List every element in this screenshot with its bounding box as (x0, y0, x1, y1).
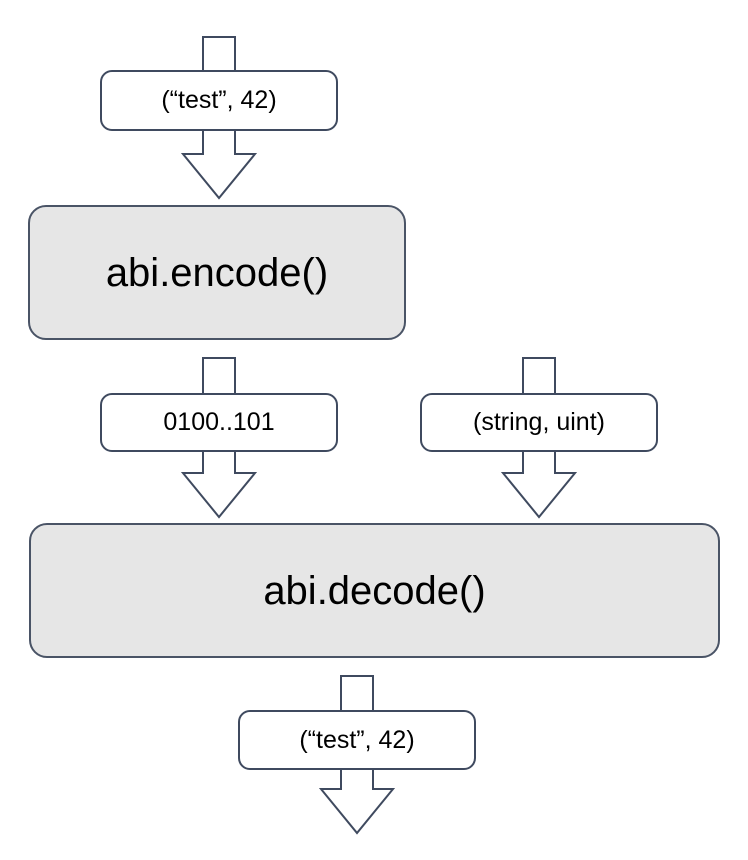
connector-decode-to-output (340, 675, 374, 712)
connector-encode-to-encoded-bytes (202, 357, 236, 395)
node-label: (“test”, 42) (299, 725, 415, 754)
connector-stub-into-input (202, 36, 236, 72)
block-arrow-shape (180, 450, 258, 519)
block-arrow-shape (180, 129, 258, 200)
node-label: 0100..101 (163, 408, 275, 436)
connector-stub-into-type-tuple (522, 357, 556, 395)
connector-type-tuple-to-decode (500, 450, 578, 519)
node-label: (string, uint) (473, 408, 605, 436)
node-label: abi.decode() (263, 568, 486, 613)
node-abi-decode[interactable]: abi.decode() (29, 523, 720, 658)
node-output-tuple[interactable]: (“test”, 42) (238, 710, 476, 770)
connector-stub-shape (340, 675, 374, 712)
node-input-tuple[interactable]: (“test”, 42) (100, 70, 338, 131)
node-encoded-bytes[interactable]: 0100..101 (100, 393, 338, 452)
connector-input-to-encode (180, 129, 258, 200)
node-label: abi.encode() (105, 250, 329, 295)
block-arrow-shape (318, 768, 396, 835)
connector-stub-shape (202, 357, 236, 395)
connector-stub-shape (202, 36, 236, 72)
node-type-tuple[interactable]: (string, uint) (420, 393, 658, 452)
connector-stub-shape (522, 357, 556, 395)
node-abi-encode[interactable]: abi.encode() (28, 205, 406, 340)
connector-output-arrow-out (318, 768, 396, 835)
block-arrow-shape (500, 450, 578, 519)
node-label: (“test”, 42) (161, 86, 277, 114)
connector-encoded-bytes-to-decode (180, 450, 258, 519)
